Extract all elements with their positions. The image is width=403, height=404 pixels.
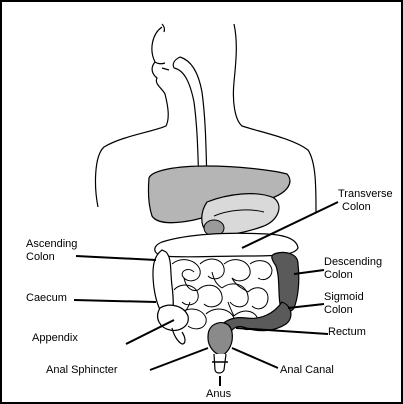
label-transverse-line2: Colon	[338, 201, 393, 214]
label-anal-canal: Anal Canal	[280, 364, 334, 377]
leader-ascending-colon	[76, 256, 156, 260]
label-ascending-colon: Ascending Colon	[26, 238, 77, 264]
rectum	[208, 323, 232, 356]
label-ascending-line2: Colon	[26, 251, 77, 264]
label-appendix: Appendix	[32, 332, 78, 345]
label-descending-colon: Descending Colon	[324, 256, 382, 282]
label-sigmoid-line1: Sigmoid	[324, 291, 364, 304]
label-caecum: Caecum	[26, 292, 67, 305]
label-transverse-colon: Transverse Colon	[338, 188, 393, 214]
descending-colon	[272, 252, 299, 311]
leader-anal-sphincter	[150, 348, 208, 370]
leader-rectum	[236, 328, 328, 334]
label-descending-line1: Descending	[324, 256, 382, 269]
label-anal-sphincter: Anal Sphincter	[46, 364, 118, 377]
label-descending-line2: Colon	[324, 269, 382, 282]
label-sigmoid-colon: Sigmoid Colon	[324, 291, 364, 317]
label-anus: Anus	[206, 388, 231, 401]
label-transverse-line1: Transverse	[338, 188, 393, 201]
anal-canal	[214, 354, 226, 373]
leader-appendix	[126, 320, 174, 344]
label-ascending-line1: Ascending	[26, 238, 77, 251]
label-sigmoid-line2: Colon	[324, 304, 364, 317]
leader-anal-canal	[232, 348, 278, 368]
leader-caecum	[74, 300, 156, 302]
label-rectum: Rectum	[328, 326, 366, 339]
